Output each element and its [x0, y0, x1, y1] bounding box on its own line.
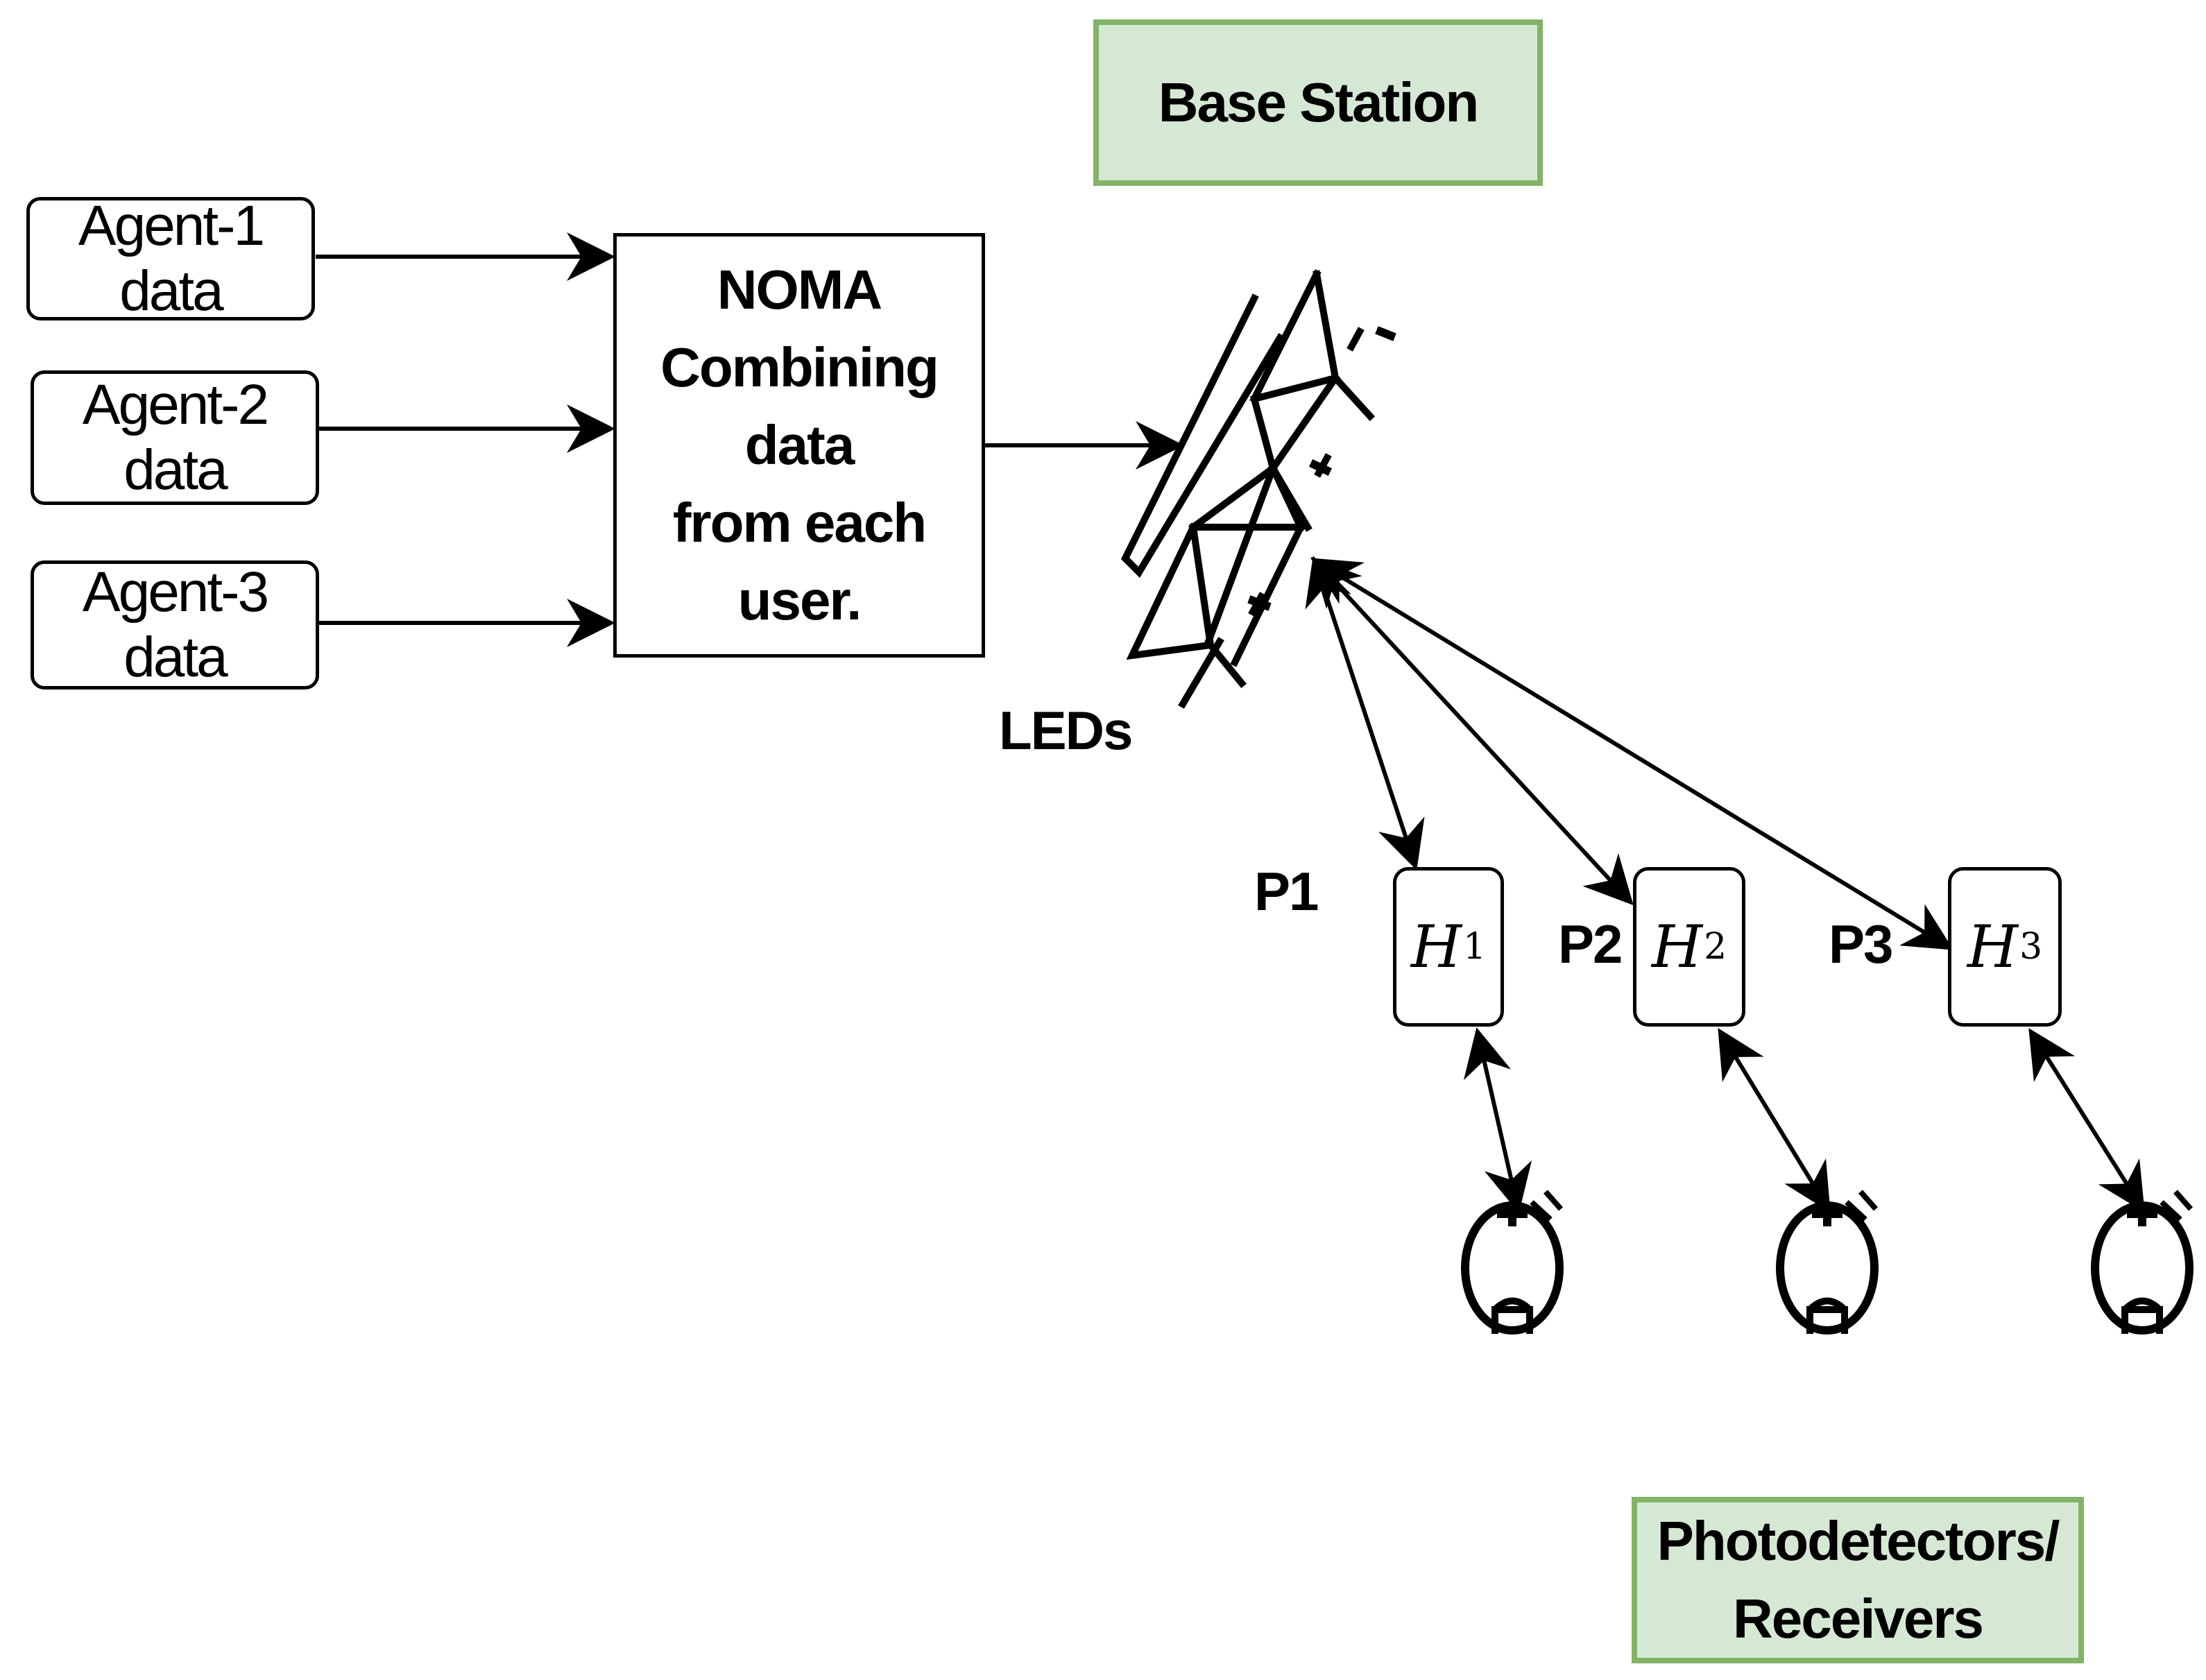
led-array-icon: [1120, 269, 1396, 709]
path-label-p1: P1: [1254, 861, 1319, 922]
link-h1-to-detector: [1463, 1027, 1532, 1213]
channel-h3-index: 3: [2019, 926, 2043, 968]
path-label-p3: P3: [1829, 914, 1893, 975]
photodetector-1-icon: [1461, 1190, 1564, 1335]
link-led-to-h1: [1305, 556, 1425, 871]
link-h3-to-detector: [2028, 1028, 2145, 1212]
channel-h1-index: 1: [1463, 926, 1487, 968]
noma-line-2: Combining data: [660, 336, 939, 476]
channel-h3-symbol: H: [1967, 913, 2019, 981]
agent-1-label: Agent-1 data: [78, 194, 265, 323]
base-station-label: Base Station: [1158, 71, 1480, 133]
base-station-box: Base Station: [1093, 19, 1543, 186]
leds-label: LEDs: [999, 700, 1133, 761]
agent-1-box: Agent-1 data: [26, 194, 315, 323]
link-led-to-h2: [1311, 556, 1634, 906]
receivers-line-2: Receivers: [1732, 1588, 1984, 1649]
noma-title: NOMA: [717, 259, 882, 320]
noma-box: NOMA Combining data from each user.: [613, 233, 985, 658]
agent-3-label: Agent-3 data: [82, 560, 269, 689]
photodetector-2-icon: [1776, 1190, 1879, 1335]
link-h2-to-detector: [1718, 1028, 1831, 1212]
channel-h2-symbol: H: [1651, 913, 1703, 981]
photodetector-3-icon: [2091, 1190, 2194, 1335]
agent-2-box: Agent-2 data: [31, 370, 319, 505]
noma-line-3: from each user.: [672, 492, 927, 631]
receivers-box: Photodetectors/ Receivers: [1632, 1497, 2084, 1663]
link-led-to-h3: [1310, 558, 1953, 950]
receivers-line-1: Photodetectors/: [1657, 1510, 2060, 1572]
agent-3-box: Agent-3 data: [31, 560, 319, 689]
agent-2-label: Agent-2 data: [82, 373, 269, 502]
channel-h2-index: 2: [1704, 926, 1727, 968]
path-label-p2: P2: [1558, 914, 1623, 975]
channel-h1-symbol: H: [1410, 913, 1462, 981]
